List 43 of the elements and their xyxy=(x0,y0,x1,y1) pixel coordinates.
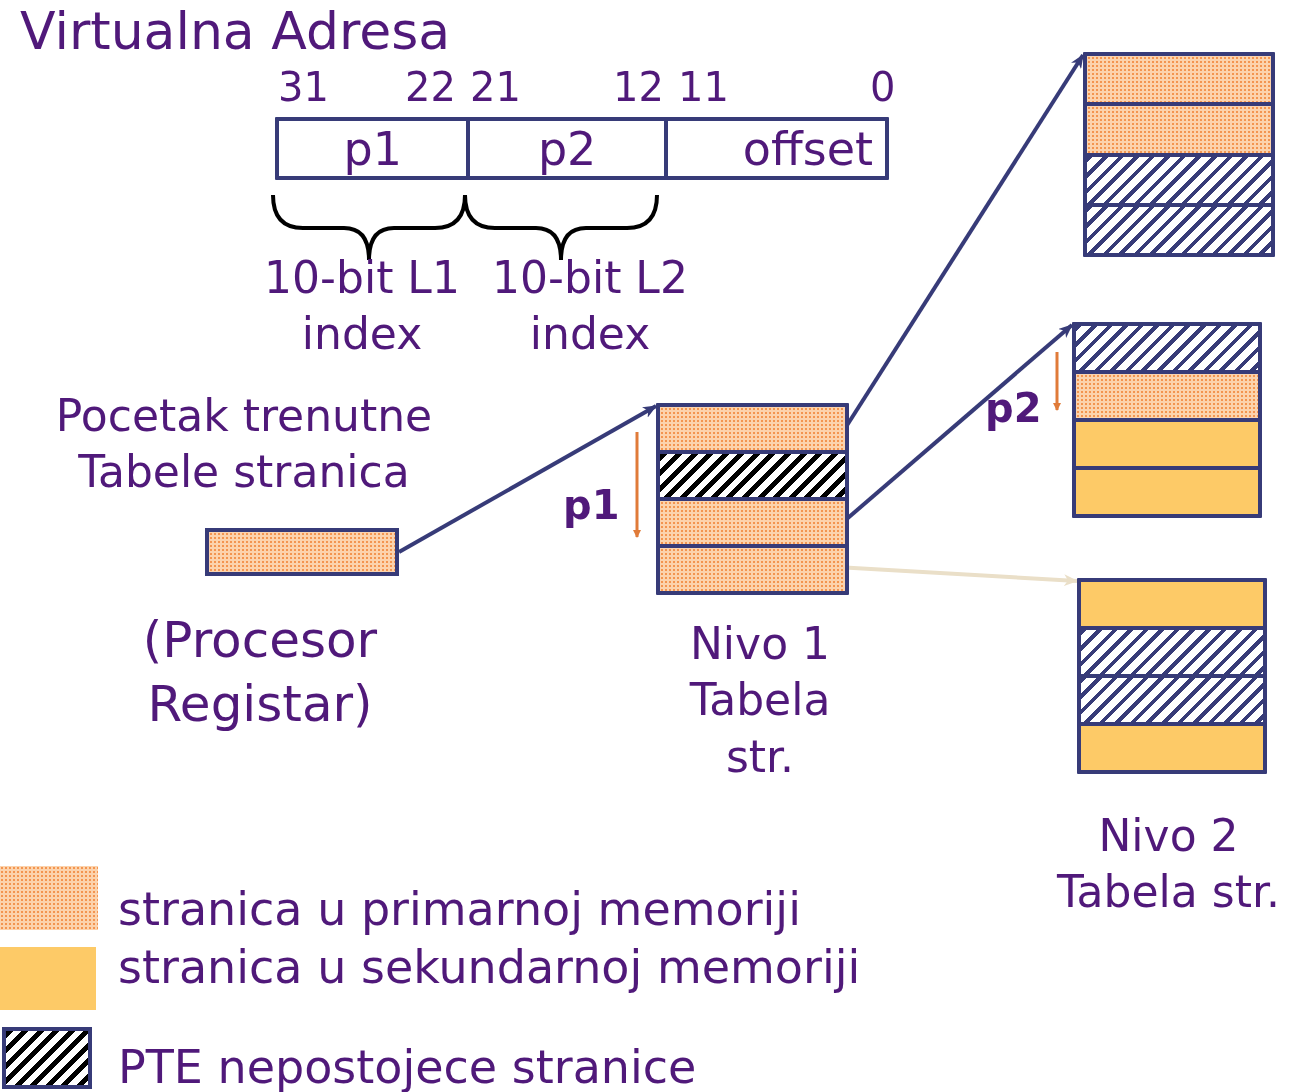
bit-number: 12 xyxy=(613,63,664,112)
bit-number: 0 xyxy=(870,63,896,112)
table-entry xyxy=(1076,326,1258,370)
node-caption: (Procesor Registar) xyxy=(141,610,379,735)
table-entry xyxy=(1087,56,1271,103)
bit-field-label: 10-bit L1 index xyxy=(263,251,461,362)
legend-label: stranica u primarnoj memoriji xyxy=(118,881,801,938)
register-box xyxy=(205,528,399,576)
node-caption: Pocetak trenutne Tabele stranica xyxy=(54,389,434,500)
pointer-label: p2 xyxy=(985,384,1042,433)
page-table xyxy=(1072,322,1262,518)
table-entry xyxy=(1076,466,1258,514)
table-entry xyxy=(1081,674,1263,722)
title: Virtualna Adresa xyxy=(20,0,451,63)
address-field: p1 xyxy=(279,121,467,176)
table-entry xyxy=(1081,582,1263,626)
page-table xyxy=(656,403,849,595)
table-entry xyxy=(660,450,845,497)
bit-field-label: 10-bit L2 index xyxy=(491,251,689,362)
table-entry xyxy=(1081,722,1263,770)
table-entry xyxy=(1076,418,1258,466)
table-entry xyxy=(1087,202,1271,253)
table-entry xyxy=(1087,152,1271,203)
address-bar xyxy=(275,117,889,180)
legend-label: stranica u sekundarnoj memoriji xyxy=(118,939,861,996)
page-table xyxy=(1083,52,1275,257)
page-table xyxy=(1077,578,1267,774)
bit-number: 21 xyxy=(470,63,521,112)
table-entry xyxy=(1081,626,1263,674)
pointer-label: p1 xyxy=(563,481,620,530)
bit-number: 31 xyxy=(278,63,329,112)
node-caption: Nivo 1 Tabela str. xyxy=(688,617,832,784)
address-field: p2 xyxy=(466,121,664,176)
node-caption: Nivo 2 Tabela str. xyxy=(1056,809,1281,920)
table-entry xyxy=(660,497,845,544)
bit-number: 11 xyxy=(678,63,729,112)
table-entry xyxy=(660,407,845,450)
address-field: offset xyxy=(663,121,885,176)
arrow xyxy=(398,404,657,554)
table-entry xyxy=(1076,370,1258,418)
table-entry xyxy=(1087,102,1271,153)
table-entry xyxy=(660,544,845,591)
bit-number: 22 xyxy=(405,63,456,112)
